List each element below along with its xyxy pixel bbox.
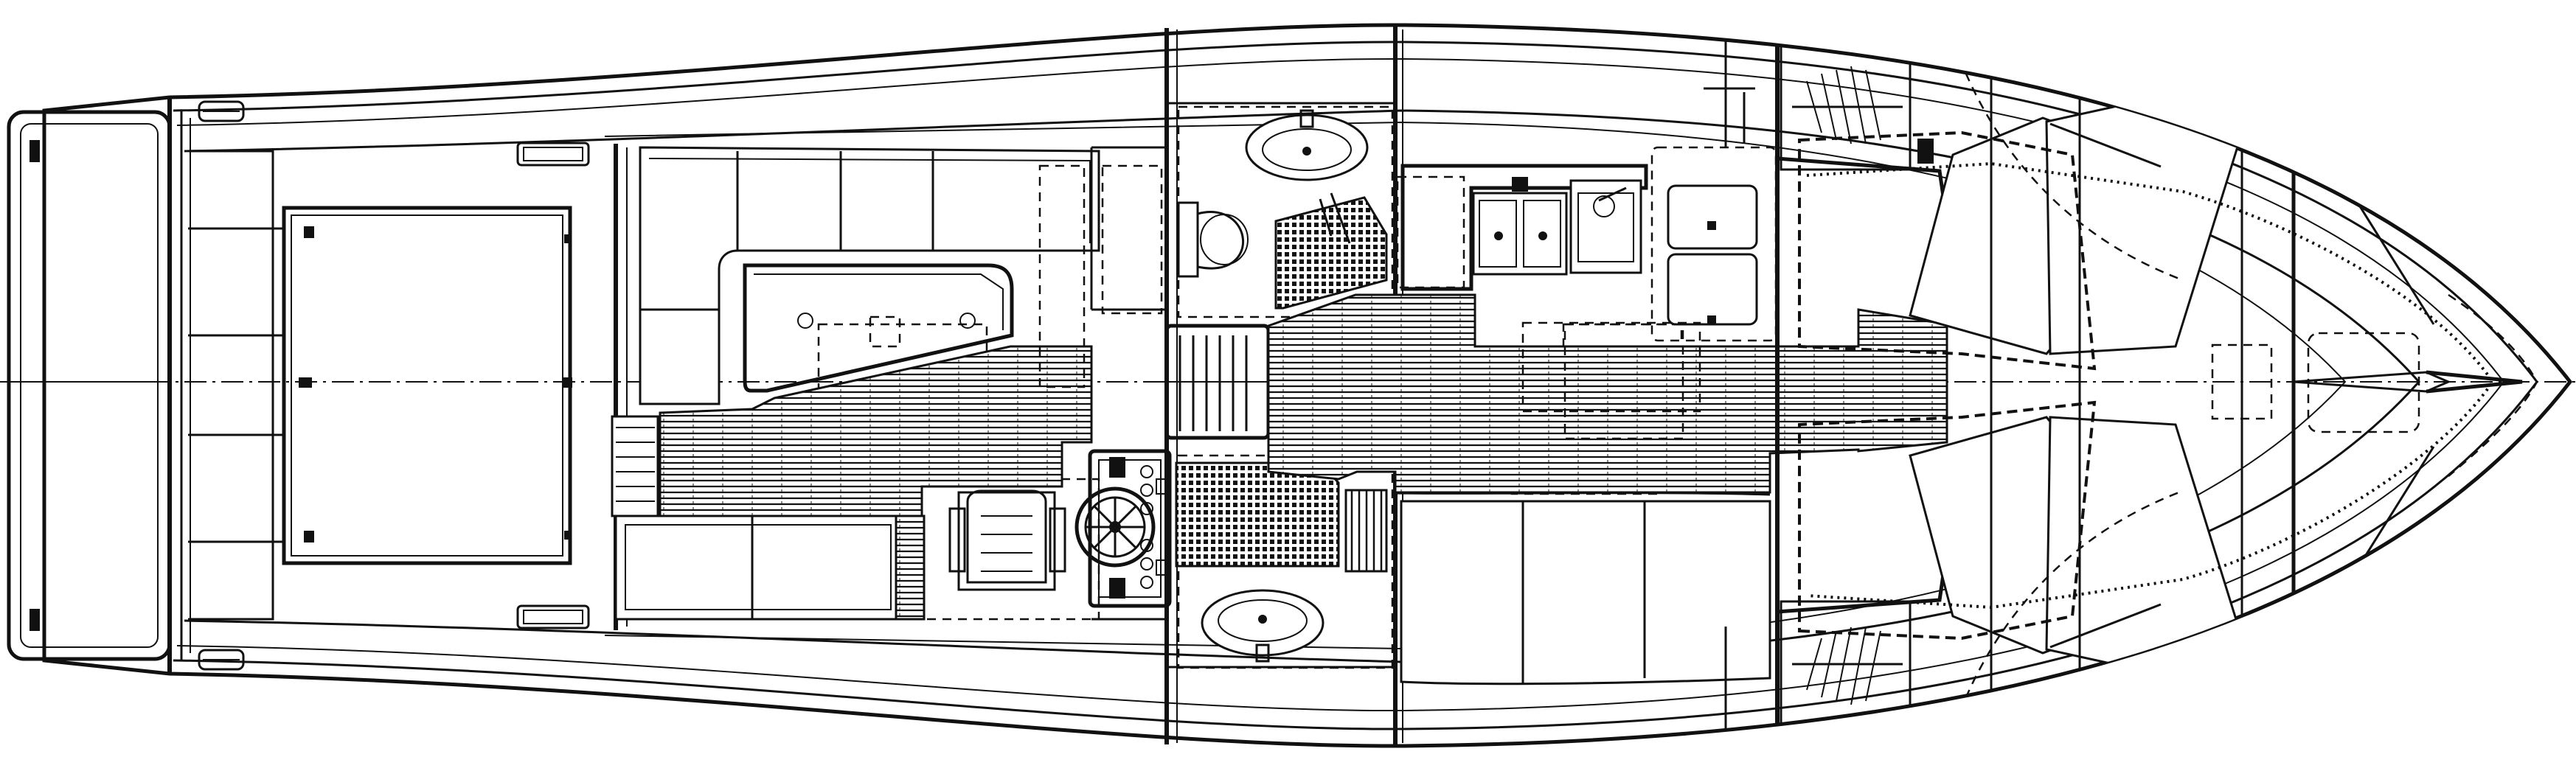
companionway-steps xyxy=(1164,324,1271,440)
swim-platform-deck xyxy=(7,110,172,661)
stern-cleat-port xyxy=(198,100,245,122)
helm-station xyxy=(1075,449,1172,608)
vent-grille xyxy=(1344,489,1388,573)
helm-console xyxy=(1088,449,1172,608)
swim-platform xyxy=(7,110,172,661)
galley-second-sink xyxy=(1569,179,1642,274)
salon-step xyxy=(611,415,659,517)
fridge-drawer xyxy=(1667,184,1758,250)
toilet-icon xyxy=(1177,201,1249,278)
shower-grate-starboard xyxy=(1175,461,1340,568)
starboard-head xyxy=(1175,454,1394,669)
sink-icon xyxy=(1245,109,1369,181)
transom xyxy=(167,97,245,674)
cockpit-step-port xyxy=(516,142,590,167)
shower-grate xyxy=(1274,192,1388,310)
transom-seat-starboard xyxy=(188,433,284,543)
forward-berth-port xyxy=(1909,87,2243,355)
salon-settee-port xyxy=(639,146,1100,405)
cockpit-hatch xyxy=(282,206,572,565)
bow xyxy=(2426,293,2538,477)
hatch-latch xyxy=(304,226,314,238)
helm-seat xyxy=(948,489,1066,591)
forward-berth-starboard xyxy=(1909,416,2243,684)
transom-seat-port xyxy=(188,227,284,337)
salon-table xyxy=(743,263,1014,393)
settee-starboard-forward xyxy=(1400,500,1771,685)
forward-sole xyxy=(1267,293,1948,494)
galley xyxy=(1396,146,1777,342)
salon-sole xyxy=(659,345,1093,621)
hatch-latch xyxy=(304,531,314,543)
galley-hatch xyxy=(1521,321,1701,413)
forward-cabin xyxy=(1724,24,2495,747)
sink-icon-starboard xyxy=(1201,589,1325,663)
port-head xyxy=(1177,105,1394,318)
galley-sink-icon xyxy=(1472,177,1568,276)
cockpit-step-starboard xyxy=(516,604,590,629)
salon xyxy=(611,146,1100,621)
steering-wheel-icon xyxy=(1075,486,1156,568)
salon-settee-starboard xyxy=(614,514,901,621)
fridge-drawer xyxy=(1667,253,1758,326)
cockpit xyxy=(0,142,2576,629)
hull-outer-edge xyxy=(42,23,2573,748)
stern-cleat-starboard xyxy=(198,649,245,671)
